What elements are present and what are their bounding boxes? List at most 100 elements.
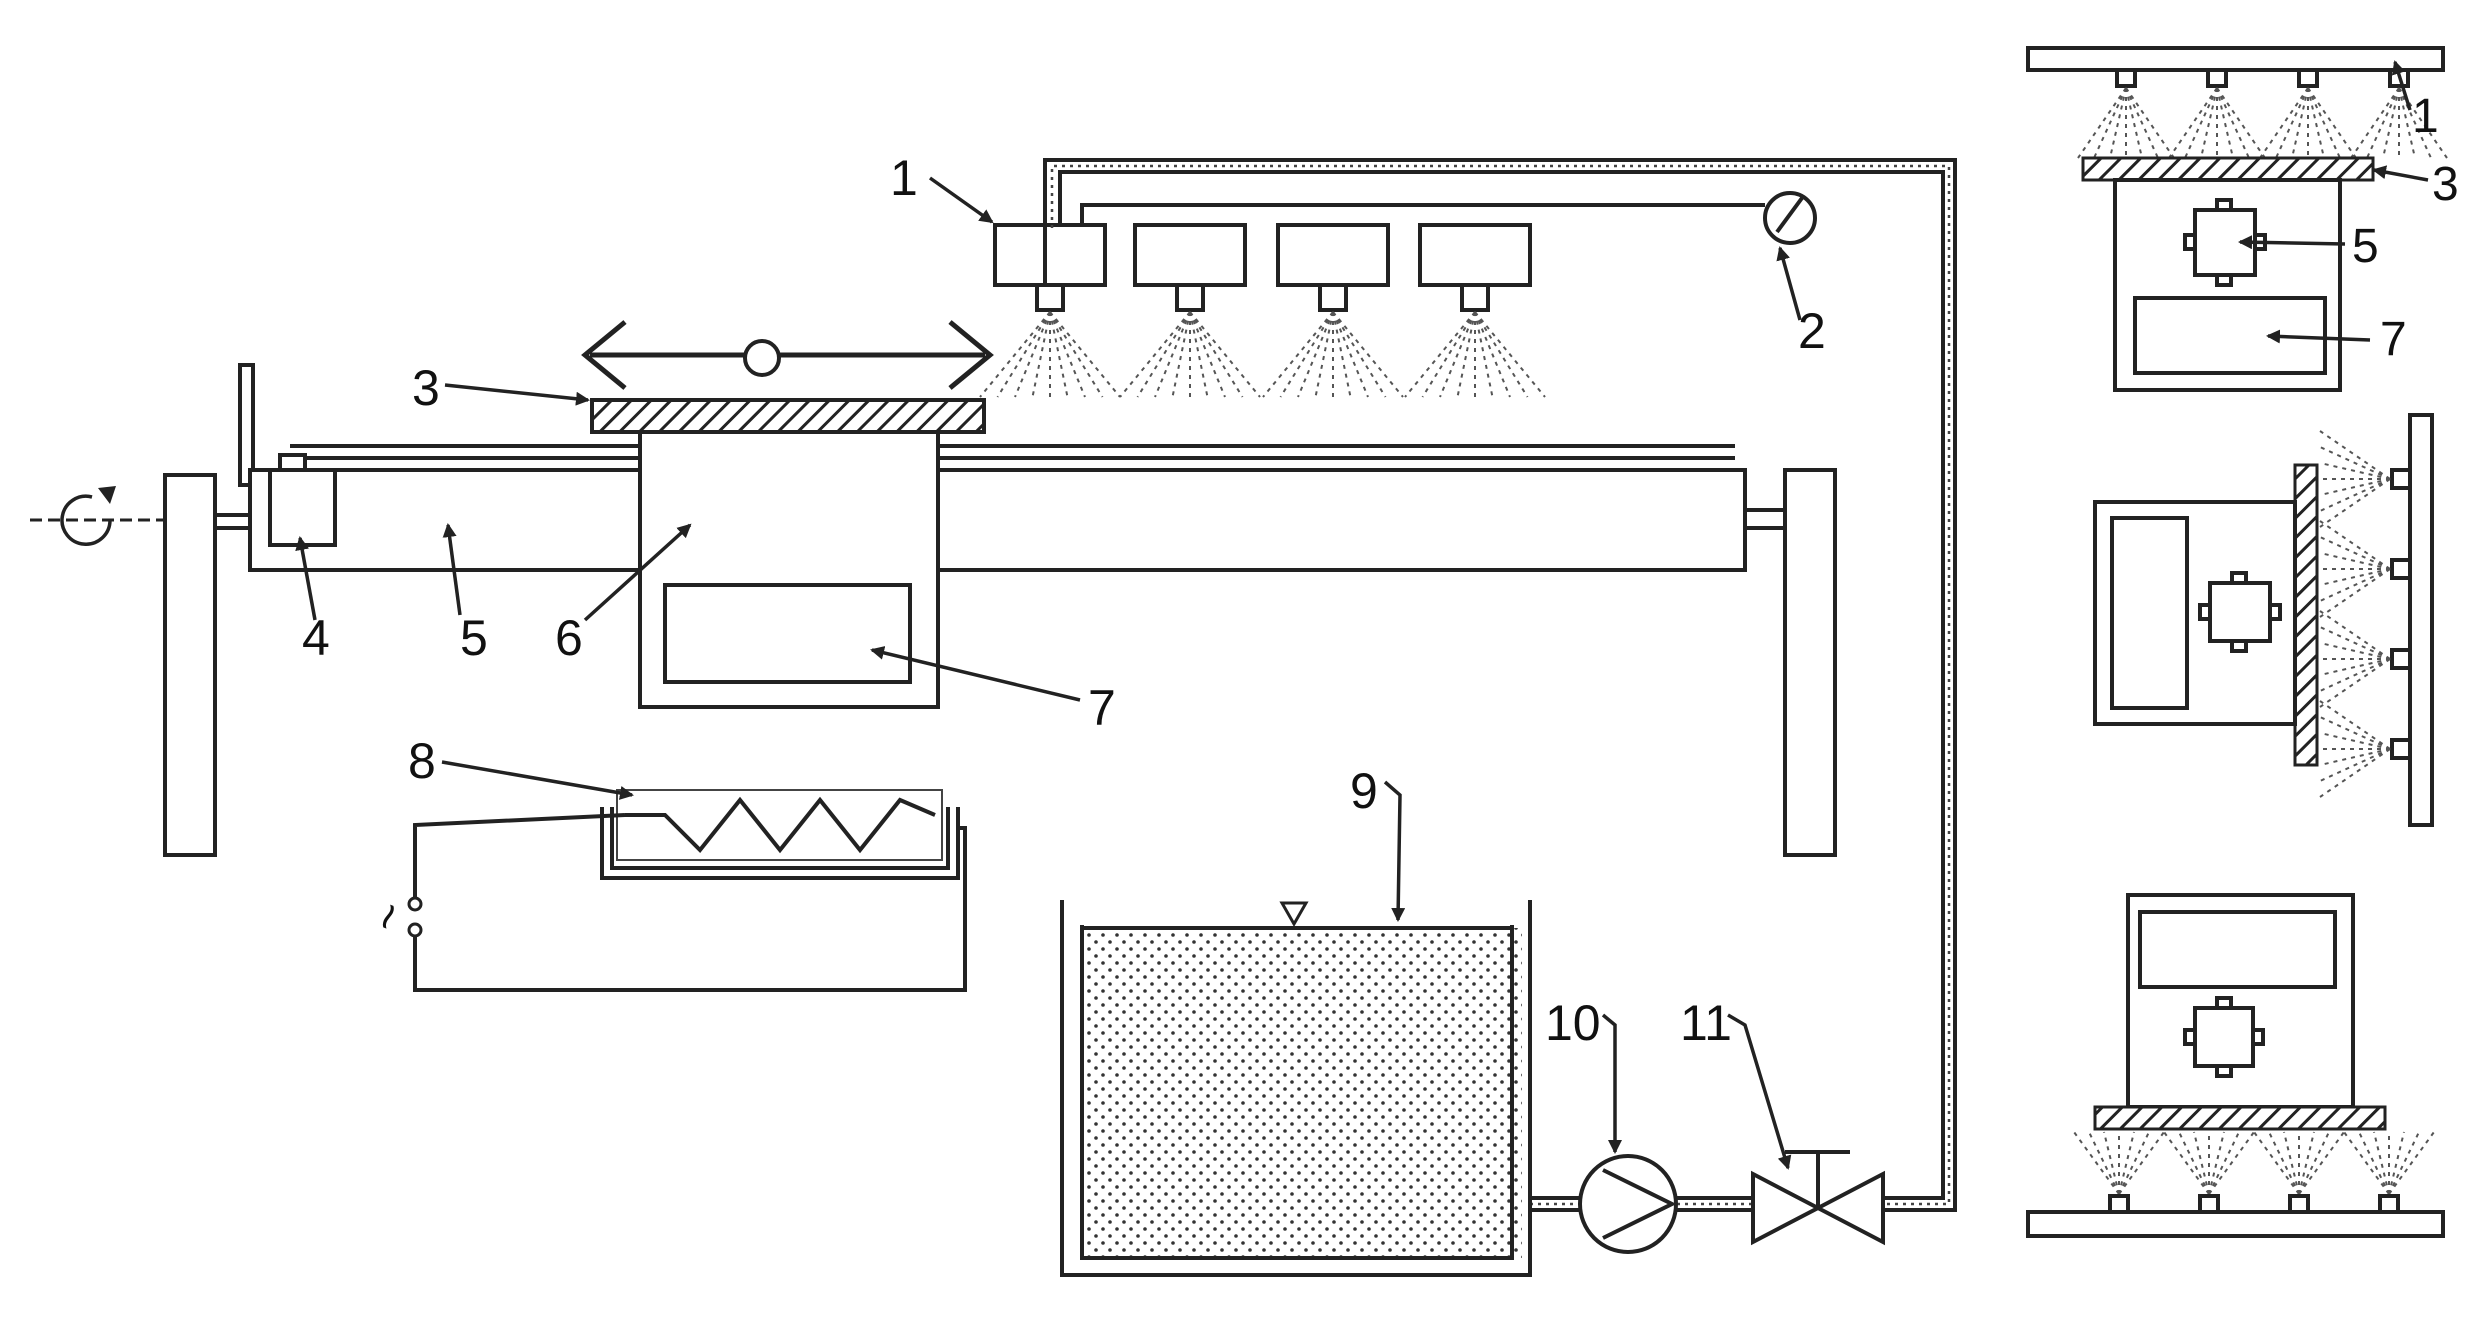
side-top-label-3: 3 (2432, 158, 2459, 211)
spray-line (1049, 311, 1069, 398)
spray-line (2208, 1131, 2240, 1195)
spray-line (2193, 1131, 2210, 1195)
translation-double-arrow (581, 320, 994, 390)
label-valve: 11 (1680, 995, 1732, 1051)
spray-line (2216, 87, 2250, 159)
spray-line (1332, 311, 1352, 398)
spray-line (2253, 1131, 2300, 1195)
spray-line (1154, 311, 1191, 398)
spray-line (1332, 311, 1404, 398)
side-view-side-spray (2093, 413, 2434, 827)
spray-line (2319, 748, 2391, 798)
spray-line (2319, 430, 2391, 480)
label-specimen-holder: 6 (555, 610, 583, 666)
left-support-post (163, 363, 255, 857)
spray-line (2319, 478, 2391, 528)
spray-line (2208, 1131, 2255, 1195)
spray-line (2319, 642, 2391, 660)
spray-line (2350, 87, 2400, 159)
valve (1751, 1150, 1885, 1246)
pressure-gauge (1763, 191, 1817, 245)
side-view-top-spray (2026, 46, 2448, 392)
spray-line (2118, 1131, 2150, 1195)
spray-line (1474, 311, 1494, 398)
spray-line (2109, 87, 2127, 159)
supply-pipe (1043, 158, 1957, 1212)
spray-line (1332, 311, 1387, 398)
spray-line (2200, 87, 2218, 159)
spray-line (2216, 87, 2266, 159)
spray-line (2125, 87, 2143, 159)
heater (600, 789, 960, 880)
spray-line (2319, 748, 2391, 766)
power-circuit (407, 813, 967, 992)
spray-line (2373, 1131, 2390, 1195)
spray-line (2275, 87, 2309, 159)
spray-line (2319, 610, 2391, 660)
spray-line (2259, 87, 2309, 159)
counterweight-box (663, 583, 912, 684)
spray-nozzle-bank (993, 223, 1532, 312)
specimen-holder (638, 430, 940, 709)
spray-line (996, 311, 1051, 398)
spray-line (1439, 311, 1476, 398)
spray-line (2298, 1131, 2330, 1195)
spray-line (1119, 311, 1191, 398)
spray-line (1474, 311, 1529, 398)
spray-line (2163, 1131, 2210, 1195)
spray-line (2298, 1131, 2345, 1195)
side-view-bottom-spray (2026, 893, 2445, 1238)
spray-line (2291, 87, 2309, 159)
spray-line (2343, 1131, 2390, 1195)
label-leaders (295, 176, 1802, 1170)
spray-cones (979, 311, 1546, 398)
spray-line (2319, 626, 2391, 660)
spray-line (2178, 1131, 2210, 1195)
spray-line (1189, 311, 1261, 398)
spray-line (2398, 87, 2416, 159)
spray-line (1014, 311, 1051, 398)
label-rotating-shaft: 5 (460, 610, 488, 666)
spray-line (1404, 311, 1476, 398)
label-water-tank: 9 (1350, 763, 1378, 819)
label-specimen-plate: 3 (412, 360, 440, 416)
spray-line (2319, 568, 2391, 586)
spray-line (1189, 311, 1226, 398)
spray-line (2388, 1131, 2405, 1195)
right-support-post (1783, 468, 1837, 857)
spray-line (2088, 1131, 2120, 1195)
spray-line (2366, 87, 2400, 159)
spray-line (2319, 568, 2391, 602)
rotating-shaft-frame (215, 444, 1785, 572)
spray-line (2268, 1131, 2300, 1195)
spray-line (2319, 716, 2391, 750)
spray-line (2319, 520, 2391, 570)
specimen-plate (590, 398, 986, 434)
spray-line (2118, 1131, 2165, 1195)
spray-line (2319, 732, 2391, 750)
motor-cap (278, 453, 307, 472)
spray-line (2319, 658, 2391, 692)
spray-line (2319, 462, 2391, 480)
side-top-label-7: 7 (2380, 313, 2407, 366)
spray-line (1049, 311, 1104, 398)
spray-line (2283, 1131, 2300, 1195)
spray-line (2319, 700, 2391, 750)
spray-line (2388, 1131, 2435, 1195)
rotation-indicator (30, 486, 165, 546)
spray-line (1297, 311, 1334, 398)
spray-line (2073, 1131, 2120, 1195)
spray-line (2216, 87, 2234, 159)
spray-line (2319, 478, 2391, 512)
spray-line (1279, 311, 1334, 398)
spray-line (2319, 478, 2391, 496)
spray-line (2319, 658, 2391, 676)
spray-line (2358, 1131, 2390, 1195)
spray-line (979, 311, 1051, 398)
spray-line (2319, 536, 2391, 570)
spray-line (2319, 568, 2391, 618)
spray-line (2382, 87, 2400, 159)
spray-line (2307, 87, 2357, 159)
spray-line (1456, 311, 1476, 398)
